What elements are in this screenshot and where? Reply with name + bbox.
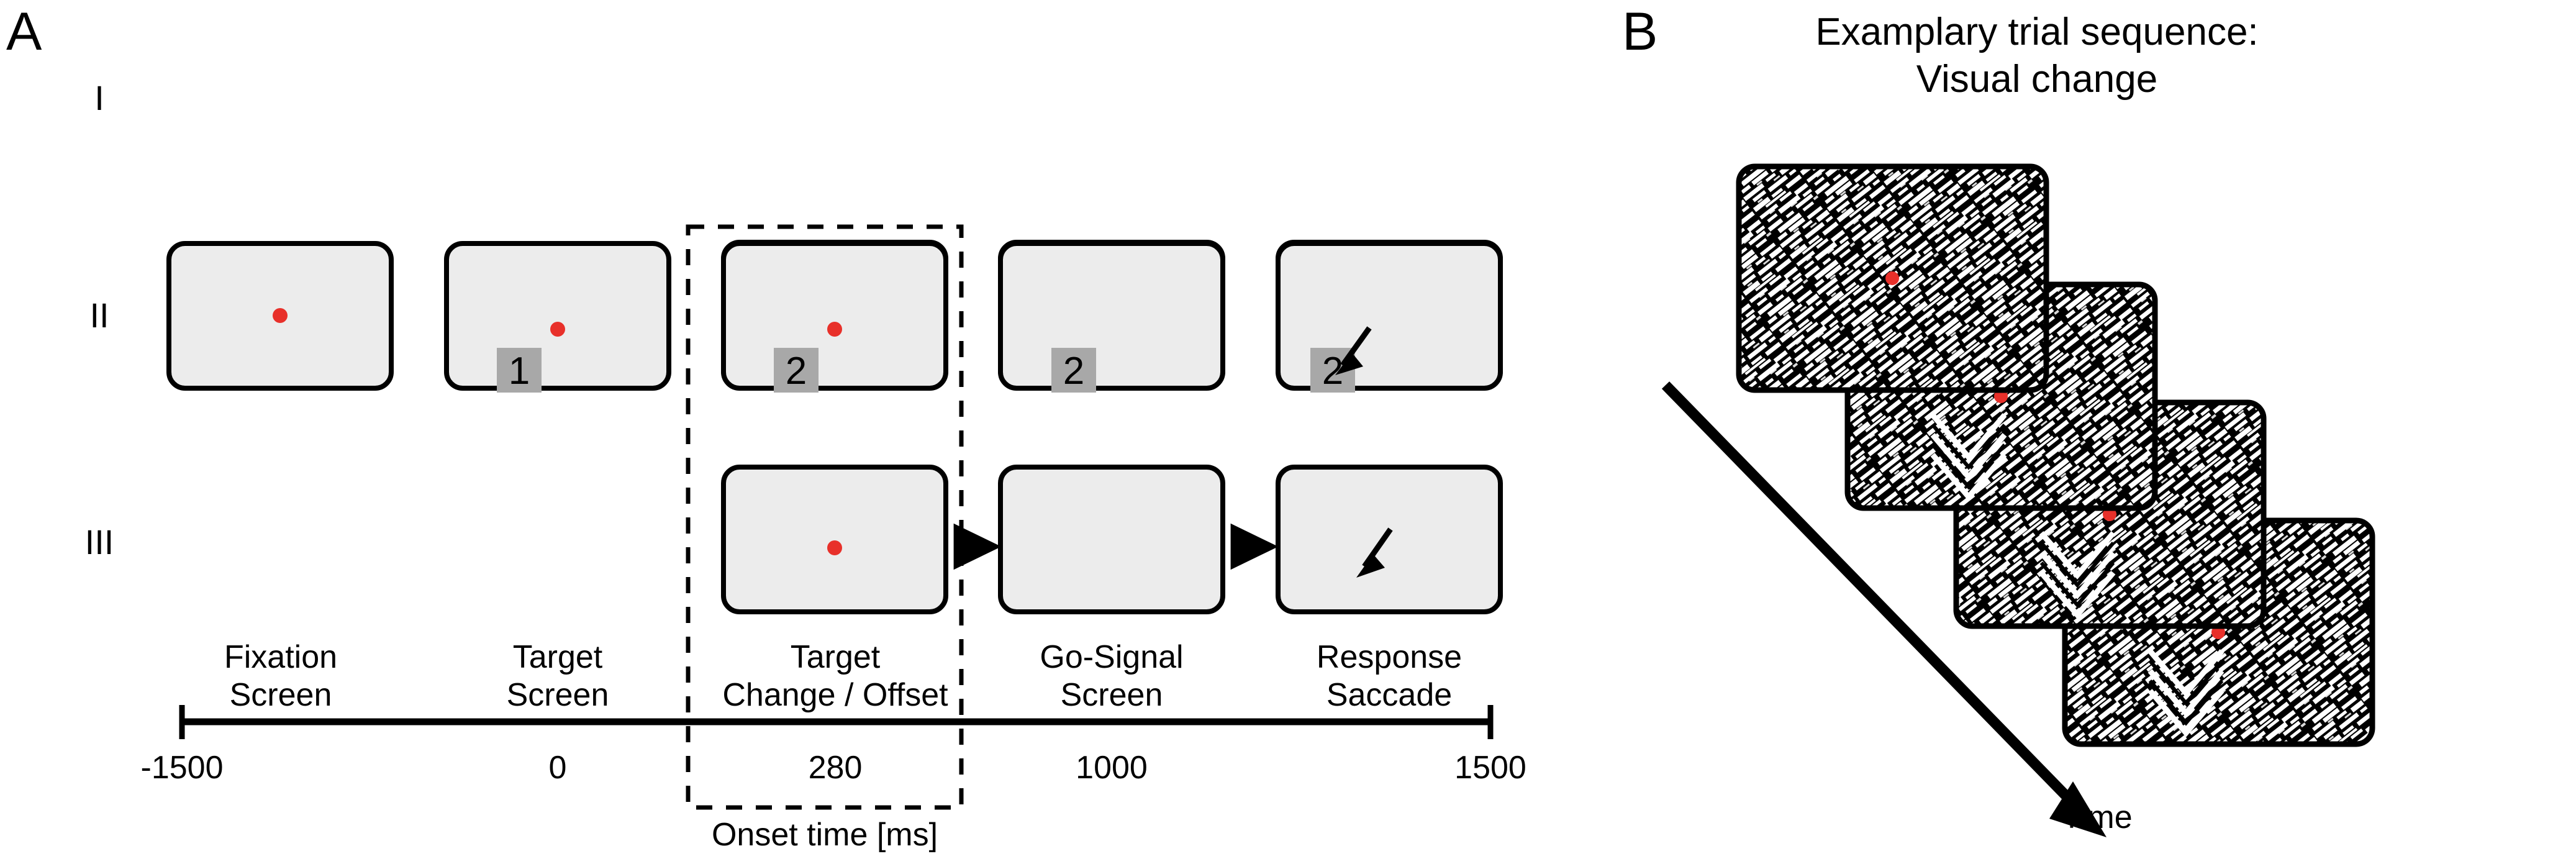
panel-letter-b: B	[1622, 2, 1658, 61]
screen-row3-go-signal	[998, 465, 1225, 614]
stage-label-response: Response Saccade	[1316, 639, 1463, 714]
time-axis-label: Time	[2062, 799, 2133, 835]
svg-text:1: 1	[509, 350, 530, 393]
tick-label-1000: 1000	[1076, 750, 1148, 786]
fixation-dot	[827, 540, 842, 555]
time-arrow	[1661, 381, 2107, 837]
row-label-iii: III	[84, 522, 114, 562]
stage-label-go-signal: Go-Signal Screen	[1040, 639, 1184, 714]
tick-label-minus1500: -1500	[140, 750, 224, 786]
svg-text:2: 2	[1063, 350, 1084, 393]
stage-label-target: Target Screen	[506, 639, 609, 714]
screen-row2-response: 2	[1276, 241, 1503, 393]
tick-label-1500: 1500	[1454, 750, 1526, 786]
screen-row2-target: 1	[444, 241, 671, 393]
saccade-arrow-icon	[1335, 326, 1372, 375]
stage-label-target-change: Target Change / Offset	[722, 639, 948, 714]
fixation-dot	[827, 322, 842, 337]
saccade-arrow-icon	[1356, 527, 1393, 578]
target-change-highlight-box	[686, 224, 964, 810]
fixation-dot	[1885, 271, 1899, 285]
target-patch	[1051, 348, 1096, 393]
tick-label-280: 280	[808, 750, 863, 786]
target-patch	[774, 348, 819, 393]
row-label-i: I	[94, 78, 104, 117]
fixation-dot	[273, 308, 288, 323]
target-patch	[497, 348, 542, 393]
screen-row3-target-change	[721, 465, 948, 614]
screen-row2-target-change: 2	[721, 241, 948, 393]
panel-b-title: Examplary trial sequence: Visual change	[1815, 11, 2259, 101]
timeline-axis	[179, 705, 1494, 739]
tick-label-0: 0	[548, 750, 567, 786]
screen-row2-go-signal: 2	[998, 241, 1225, 393]
screen-row3-response	[1276, 465, 1503, 614]
axis-caption-onset-time: Onset time [ms]	[711, 817, 938, 853]
stage-label-fixation: Fixation Screen	[224, 639, 338, 714]
fixation-dot	[550, 322, 565, 337]
screen-row2-fixation	[166, 241, 394, 391]
svg-text:2: 2	[786, 350, 807, 393]
noise-card-1	[1736, 163, 2049, 393]
row-label-ii: II	[89, 296, 109, 335]
panel-letter-a: A	[6, 2, 42, 61]
